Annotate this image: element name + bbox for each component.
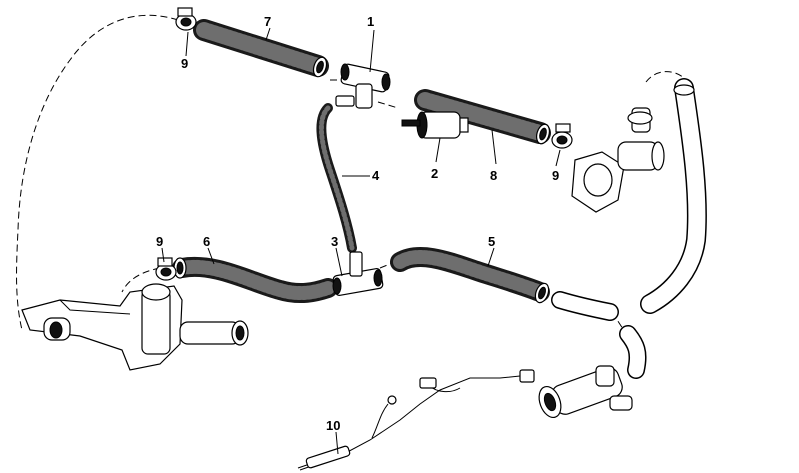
dashed-line-top-left-loop	[16, 14, 179, 331]
hose-5	[390, 246, 550, 304]
dashed-line-left-clamp	[121, 267, 161, 293]
callout-labels: 7 1 9 4 2 8 9 9 6 3 5 10	[156, 14, 559, 433]
callout-6: 6	[203, 234, 210, 249]
hose-8	[414, 89, 551, 145]
callout-1: 1	[367, 14, 374, 29]
clamp-9-left	[155, 257, 177, 281]
housing-right-upper	[571, 107, 665, 213]
clamp-9-top	[175, 7, 197, 31]
tee-fitting-1	[335, 63, 391, 109]
callout-7: 7	[264, 14, 271, 29]
callout-4: 4	[372, 168, 380, 183]
callout-10: 10	[326, 418, 340, 433]
valve-2	[401, 111, 469, 139]
hose-7	[193, 19, 329, 78]
tee-fitting-3	[332, 251, 384, 296]
hose-6	[172, 256, 338, 304]
valve-lower-right	[538, 365, 633, 419]
dashed-line-top-right	[645, 71, 685, 83]
callout-9-left: 9	[156, 234, 163, 249]
callout-3: 3	[331, 234, 338, 249]
hose-right-vertical	[640, 78, 707, 314]
leader-lines	[161, 27, 561, 455]
clamp-9-right	[551, 123, 573, 149]
callout-9-right: 9	[552, 168, 559, 183]
hose-lower-right	[551, 291, 647, 379]
housing-left-lower	[21, 283, 249, 371]
callout-9-top-left: 9	[181, 56, 188, 71]
callout-8: 8	[490, 168, 497, 183]
dashed-line-valve-left	[377, 101, 399, 109]
callout-2: 2	[431, 166, 438, 181]
callout-5: 5	[488, 234, 495, 249]
hose-4	[316, 103, 357, 253]
wiring-harness-10	[297, 369, 535, 471]
